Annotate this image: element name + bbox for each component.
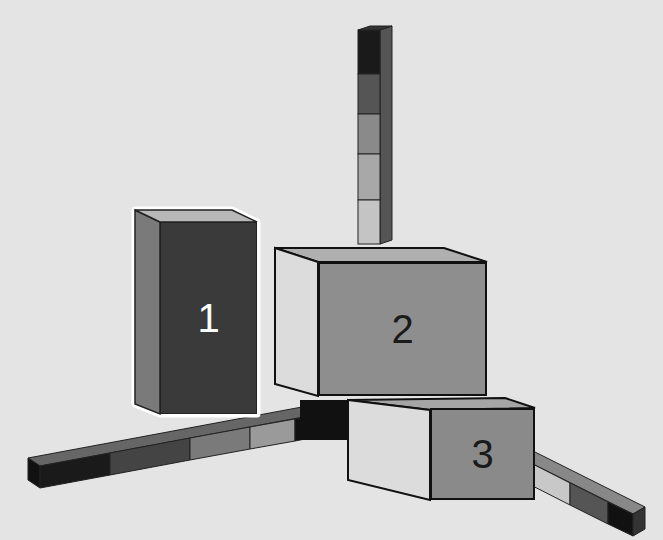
- box-number: 2: [391, 309, 413, 349]
- box-1-faces: [135, 210, 257, 414]
- box-2-faces: [275, 248, 487, 396]
- box-front-face: 1: [160, 222, 257, 414]
- box-3-faces: [348, 398, 535, 500]
- axis-junction: [300, 400, 348, 440]
- vertical-axis: [358, 26, 392, 244]
- box-number: 1: [197, 298, 219, 338]
- box-number: 3: [471, 434, 493, 474]
- box-front-face: 3: [430, 408, 535, 500]
- box-front-face: 2: [318, 262, 487, 396]
